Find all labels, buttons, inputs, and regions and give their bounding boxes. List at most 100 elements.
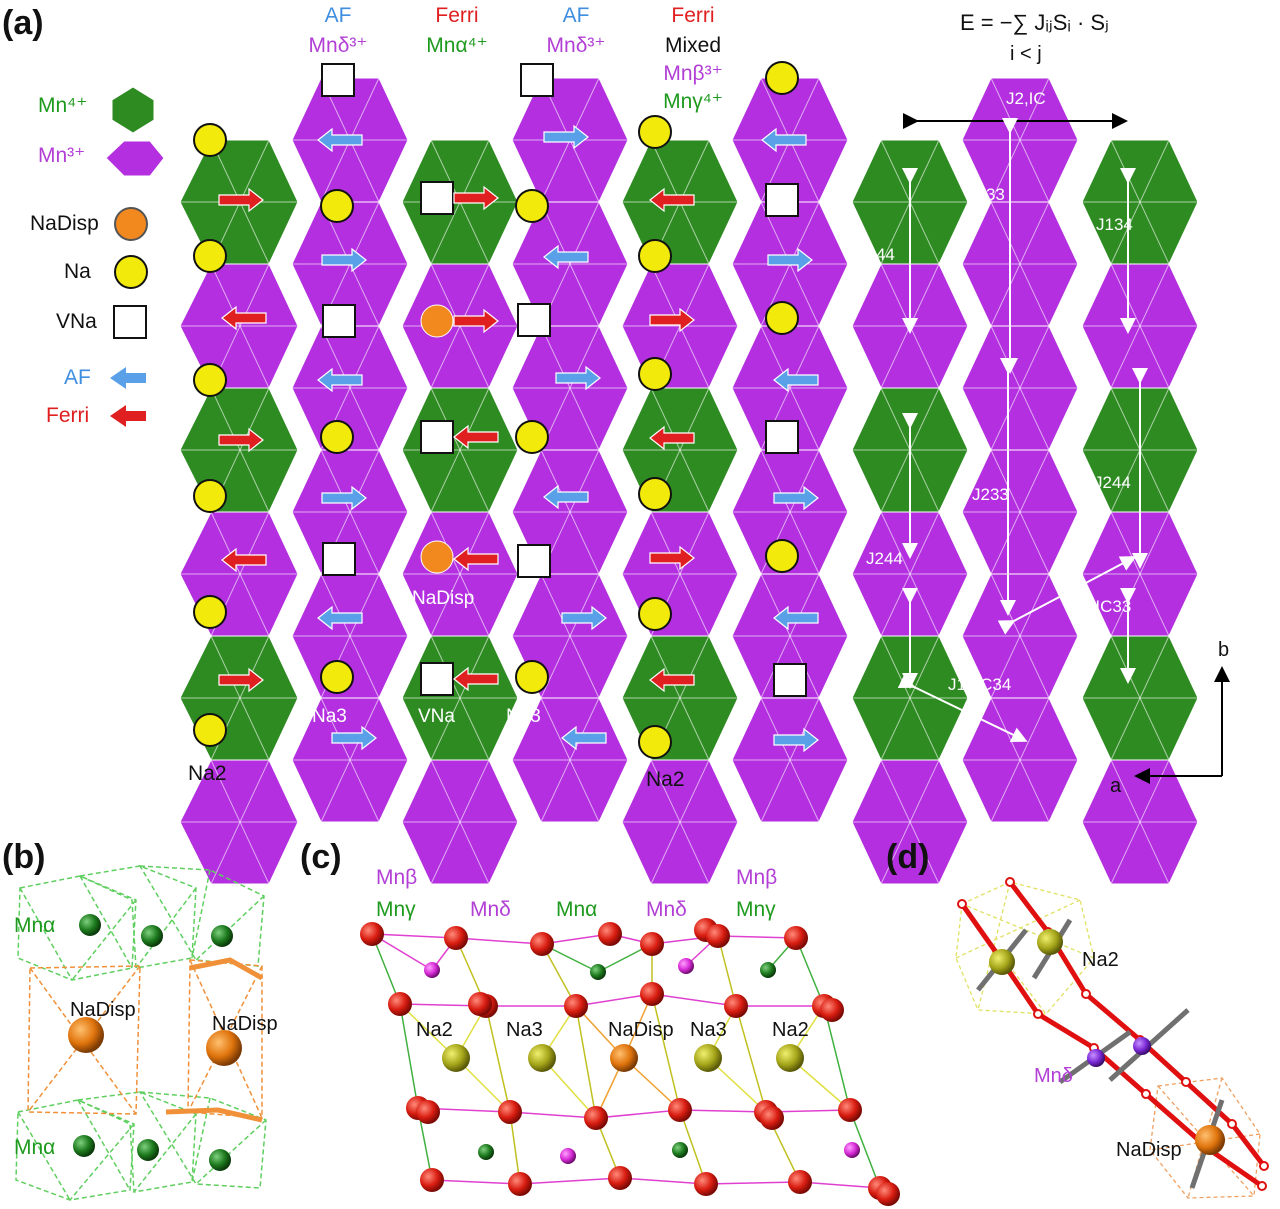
panel-c-o-atom (668, 1098, 692, 1122)
na-site-marker (193, 479, 227, 513)
af-spin-arrow-icon (773, 485, 819, 511)
na-site-marker (515, 660, 549, 694)
hex-diagonal (430, 387, 490, 513)
panel-c-o-atom (416, 1100, 440, 1124)
ferri-spin-arrow-icon (453, 546, 499, 572)
panel-c-o-atom (564, 994, 588, 1018)
legend-af-label: AF (64, 366, 91, 389)
panel-c-o-atom (530, 932, 554, 956)
vacancy-site-marker (321, 63, 355, 97)
site-label-vacancy: VNa (418, 706, 455, 727)
col4-type: Ferri (671, 4, 714, 27)
site-label-na2-left: Na2 (188, 762, 227, 785)
panel-c-mn-green-atom (760, 962, 776, 978)
legend-vacancy-marker (113, 305, 147, 339)
af-spin-arrow-icon (317, 127, 363, 153)
panel-d-mn-delta-atom (1133, 1037, 1151, 1055)
panel-c-o-atom (598, 922, 622, 946)
vacancy-site-marker (322, 304, 356, 338)
col3-ion: Mnδ³⁺ (547, 34, 606, 57)
col2-ion: Mnα⁴⁺ (426, 34, 487, 57)
na-site-marker (638, 597, 672, 631)
hex-diagonal (760, 697, 820, 823)
af-spin-arrow-icon (317, 367, 363, 393)
site-markers (193, 61, 819, 759)
af-spin-arrow-icon (317, 605, 363, 631)
panel-b-label-na-disp-right: NaDisp (212, 1013, 278, 1035)
panel-c-na-atom (776, 1044, 804, 1072)
panel-c-o-atom (784, 926, 808, 950)
af-spin-arrow-icon (561, 605, 607, 631)
na-site-marker (193, 239, 227, 273)
panel-c-mn-green-atom (590, 964, 606, 980)
ferri-spin-arrow-icon (649, 545, 695, 571)
panel-c-mn-pink-atom (678, 958, 694, 974)
coupling-label-j233: J233 (972, 485, 1009, 504)
panel-d-na2-atom (1037, 929, 1063, 955)
vacancy-site-marker (322, 542, 356, 576)
hex-diagonal (1110, 759, 1170, 885)
hex-diagonal (1110, 263, 1170, 389)
vacancy-site-marker (420, 662, 454, 696)
af-spin-arrow-icon (773, 605, 819, 631)
site-label-na3-right: Na3 (506, 706, 541, 727)
panel-c-structure: Mnβ Mnγ Mnδ Mnα Mnδ Mnβ Mnγ Na2 Na3 NaDi… (360, 866, 900, 1206)
site-label-na3-left: Na3 (312, 706, 347, 727)
site-label-na-disp: NaDisp (412, 588, 474, 609)
panel-c-o-atom (760, 1106, 784, 1130)
panel-c-top-label-mn-gamma-left: Mnγ (376, 898, 416, 921)
panel-b-mn-alpha-atom (79, 914, 101, 936)
panel-c-na-atom (528, 1044, 556, 1072)
panel-c-o-atom (724, 994, 748, 1018)
af-spin-arrow-icon (321, 247, 367, 273)
panel-c-o-atom (498, 1100, 522, 1124)
panel-c-site-label-na2-left: Na2 (416, 1019, 453, 1041)
hex-diagonal (210, 759, 270, 885)
ferri-spin-arrow-icon (649, 307, 695, 333)
na-site-marker (515, 189, 549, 223)
ferri-spin-arrow-icon (218, 427, 264, 453)
hex-diagonal (990, 697, 1050, 823)
coupling-label-j244-right: J244 (1094, 473, 1131, 492)
crystal-axes: b a (1110, 639, 1230, 797)
panel-b-label-na-disp-left: NaDisp (70, 999, 136, 1021)
col4-mixed: Mixed (665, 34, 721, 57)
panel-d-label: (d) (886, 838, 929, 876)
ferri-spin-arrow-icon (649, 667, 695, 693)
energy-equation: E = −∑ JᵢⱼSᵢ · Sⱼ (960, 10, 1109, 35)
panel-c-o-atom (820, 998, 844, 1022)
vacancy-site-marker (520, 63, 554, 97)
vacancy-site-marker (420, 181, 454, 215)
panel-c-o-atom (640, 932, 664, 956)
hex-diagonal (880, 759, 940, 885)
na-site-marker (765, 61, 799, 95)
coupling-label-j1ic34: J1, IC34 (948, 675, 1011, 694)
panel-d-na2-atom (989, 949, 1015, 975)
legend-na-label: Na (64, 260, 91, 283)
na-site-marker (638, 239, 672, 273)
legend-na-disp-label: NaDisp (30, 212, 99, 235)
ferri-spin-arrow-icon (453, 666, 499, 692)
hex-diagonal (430, 759, 490, 885)
legend-mn3-label: Mn³⁺ (38, 144, 85, 167)
ferri-spin-arrow-icon (453, 424, 499, 450)
panel-c-o-atom (388, 992, 412, 1016)
panel-c-o-atom (468, 992, 492, 1016)
coupling-arrow-j1ic34-lower (897, 673, 1028, 742)
panel-c-na-atom (442, 1044, 470, 1072)
na-site-marker (515, 420, 549, 454)
hex-diagonal (540, 573, 600, 699)
ferri-spin-arrow-icon (218, 187, 264, 213)
panel-b-label-mn-alpha-bottom: Mnα (14, 1136, 55, 1159)
panel-b-label-mn-alpha-top: Mnα (14, 914, 55, 937)
hex-diagonal (320, 697, 380, 823)
ferri-spin-arrow-icon (221, 305, 267, 331)
na-site-marker (765, 301, 799, 335)
site-label-na2-right: Na2 (646, 768, 685, 791)
af-spin-arrow-icon (773, 727, 819, 753)
na-site-marker (638, 115, 672, 149)
panel-c-top-label-mn-alpha: Mnα (556, 898, 597, 921)
panel-c-site-label-na3-right: Na3 (690, 1019, 727, 1041)
na-site-marker (193, 595, 227, 629)
